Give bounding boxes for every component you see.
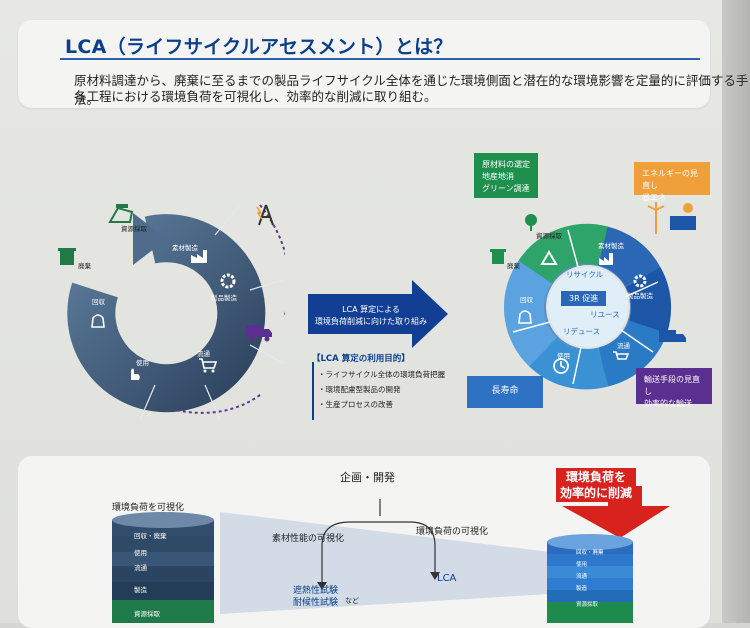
reduce-line-2: 効率的に削減 (560, 486, 633, 500)
gear-icon (220, 273, 236, 289)
left-label-product: 製品製造 (211, 294, 237, 302)
inner-label-reuse: リユース (590, 310, 620, 319)
callout-transport-1: 輸送手段の見直し (644, 375, 700, 396)
left-label-extraction: 資源採取 (121, 225, 147, 233)
purpose-item-3: ・生産プロセスの改善 (318, 400, 393, 409)
trash-icon-right (490, 249, 506, 264)
left-label-collection: 回収 (92, 298, 105, 306)
hand-icon (131, 368, 140, 380)
right-stack-3: 流通 (576, 574, 588, 580)
reduce-line-1: 環境負荷を (566, 470, 627, 484)
factory-icon-right (599, 253, 613, 265)
callout-materials: 原材料の選定 地産地消 グリーン調達 (474, 153, 538, 198)
right-stack-5: 資源採取 (576, 602, 599, 608)
inner-label-reduce: リデュース (563, 327, 601, 336)
purpose-list: 【LCA 算定の利用目的】 ・ライフサイクル全体の環境負荷把握 ・環境配慮型製品… (312, 352, 445, 412)
solar-wind-icon (647, 202, 696, 234)
arrow-caption-line-1: LCA 算定による (342, 305, 400, 314)
reduce-badge: 環境負荷を 効率的に削減 (556, 468, 637, 502)
right-label-disposal: 廃棄 (507, 262, 520, 270)
factory-icon (191, 250, 207, 263)
trash-icon (58, 248, 76, 265)
right-label-use: 使用 (557, 352, 570, 360)
label-heat-test: 遮熱性試験 (293, 586, 339, 596)
right-label-material: 素材製造 (598, 242, 624, 250)
truck-icon-right (659, 330, 686, 342)
callout-transport: 輸送手段の見直し 効率的な輸送 (636, 368, 712, 408)
recycle-bag-icon-right (518, 310, 532, 324)
label-etc: など (345, 597, 359, 605)
left-stack-4: 製造 (134, 586, 147, 594)
label-visualize: 環境負荷を可視化 (112, 503, 185, 513)
recycle-bag-icon (91, 314, 105, 328)
left-stack-3: 流通 (134, 564, 147, 572)
callout-materials-3: グリーン調達 (482, 184, 530, 193)
left-stack-2: 使用 (134, 549, 147, 557)
label-lca: LCA (437, 573, 457, 584)
label-weather-test: 耐候性試験 (293, 598, 339, 608)
inner-label-3r: 3R 促進 (561, 291, 607, 306)
page-title: LCA（ライフサイクルアセスメント）とは？ (65, 36, 453, 58)
sprout-icon (525, 214, 537, 231)
bottom-diagram (220, 486, 670, 614)
truck-icon (245, 325, 272, 342)
header-panel (18, 20, 710, 108)
arrow-caption-line-2: 環境負荷削減に向けた取り組み (315, 317, 427, 326)
callout-energy-2: 省エネ (642, 193, 666, 202)
right-lifecycle-ring (503, 223, 672, 390)
left-stack-5: 資源採取 (134, 610, 160, 618)
left-impact-stack (112, 512, 214, 623)
callout-energy: エネルギーの見直し 省エネ (634, 162, 710, 202)
inner-label-recycle: リサイクル (566, 270, 604, 279)
gear-icon-right (633, 274, 647, 288)
callout-energy-1: エネルギーの見直し (642, 169, 698, 190)
transition-arrow (308, 280, 448, 348)
arrow-caption: LCA 算定による 環境負荷削減に向けた取り組み (312, 304, 430, 328)
right-stack-4: 製造 (576, 586, 588, 592)
description-line-2: 各工程における環境負荷を可視化し、効率的な削減に取り組む。 (74, 89, 437, 104)
right-label-extraction: 資源採取 (536, 232, 562, 240)
label-env-load: 環境負荷の可視化 (416, 527, 489, 537)
clock-icon (553, 358, 569, 374)
left-label-disposal: 廃棄 (78, 262, 91, 270)
purpose-heading: 【LCA 算定の利用目的】 (312, 354, 410, 364)
frame-edge (722, 0, 750, 623)
oil-pump-icon (108, 204, 134, 223)
cart-icon (199, 358, 218, 373)
recycle-icon (540, 250, 558, 265)
callout-materials-2: 地産地消 (482, 172, 514, 181)
cart-icon-right (613, 351, 630, 360)
left-label-use: 使用 (136, 359, 149, 367)
purpose-bar (312, 362, 314, 420)
right-label-collection: 回収 (520, 296, 533, 304)
callout-materials-1: 原材料の選定 (482, 160, 530, 169)
title-underline (60, 58, 700, 60)
left-label-distribution: 流通 (197, 350, 210, 358)
description-line-1: 原材料調達から、廃棄に至るまでの製品ライフサイクル全体を通じた環境側面と潜在的な… (74, 73, 749, 107)
right-stack-1: 回収・廃棄 (576, 550, 604, 556)
purpose-item-1: ・ライフサイクル全体の環境負荷把握 (318, 370, 446, 379)
label-material-performance: 素材性能の可視化 (272, 534, 345, 544)
label-planning: 企画・開発 (340, 471, 395, 484)
left-stack-1: 回収・廃棄 (134, 532, 167, 540)
power-tower-icon (256, 204, 274, 226)
left-label-material: 素材製造 (172, 244, 198, 252)
right-label-distribution: 流通 (617, 342, 630, 350)
purpose-item-2: ・環境配慮型製品の開発 (318, 385, 401, 394)
callout-longevity: 長寿命 (467, 376, 543, 408)
right-label-product: 製品製造 (627, 292, 653, 300)
right-stack-2: 使用 (576, 562, 588, 568)
callout-transport-2: 効率的な輸送 (644, 399, 692, 408)
right-impact-stack (547, 534, 633, 623)
